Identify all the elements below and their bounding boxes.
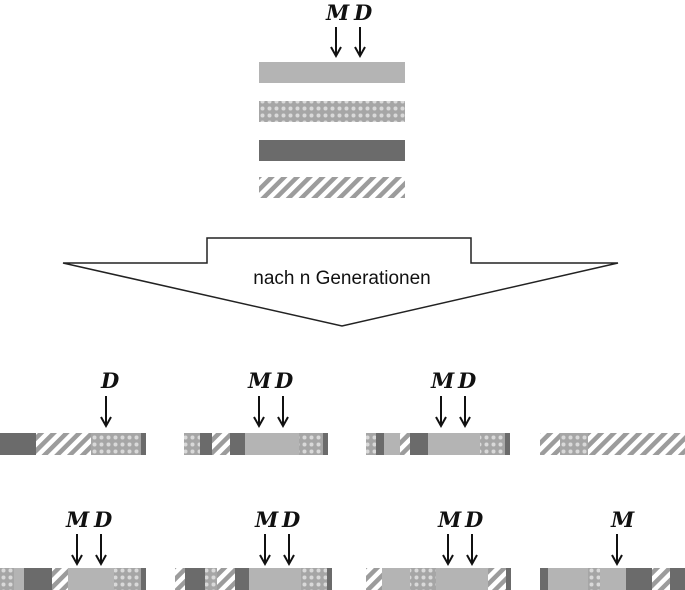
generations-arrow: nach n Generationen [62,237,619,327]
offspring-chromosome-2: M D [184,368,328,455]
arrow-caption: nach n Generationen [253,268,430,289]
marker-m-label: M [325,0,350,25]
chromosome-striped [259,177,405,198]
parental-chromosomes: M D [259,0,405,198]
marker-d-label: D [353,0,373,25]
offspring-chromosome-6: M D [175,507,332,590]
offspring-3-marker-d: D [457,368,477,393]
chromosome-light [259,62,405,83]
offspring-row-2: M D M D [0,507,685,590]
offspring-chromosome-5: M D [0,507,146,590]
offspring-chromosome-8: M [540,507,685,590]
offspring-6-marker-m: M [254,507,279,532]
offspring-chromosome-7: M D [366,507,511,590]
offspring-3-marker-m: M [430,368,455,393]
offspring-7-marker-m: M [437,507,462,532]
offspring-7-marker-d: D [464,507,484,532]
offspring-5-marker-m: M [65,507,90,532]
offspring-chromosome-1: D [0,368,146,455]
offspring-1-marker-d: D [100,368,120,393]
offspring-2-marker-m: M [247,368,272,393]
offspring-6-marker-d: D [281,507,301,532]
offspring-5-marker-d: D [93,507,113,532]
chromosome-dotted [259,101,405,122]
offspring-chromosome-3: M D [366,368,510,455]
chromosome-dark [259,140,405,161]
offspring-row-1: D M D M D [0,368,685,455]
offspring-chromosome-4 [540,433,685,455]
offspring-2-marker-d: D [274,368,294,393]
offspring-8-marker-m: M [610,507,635,532]
